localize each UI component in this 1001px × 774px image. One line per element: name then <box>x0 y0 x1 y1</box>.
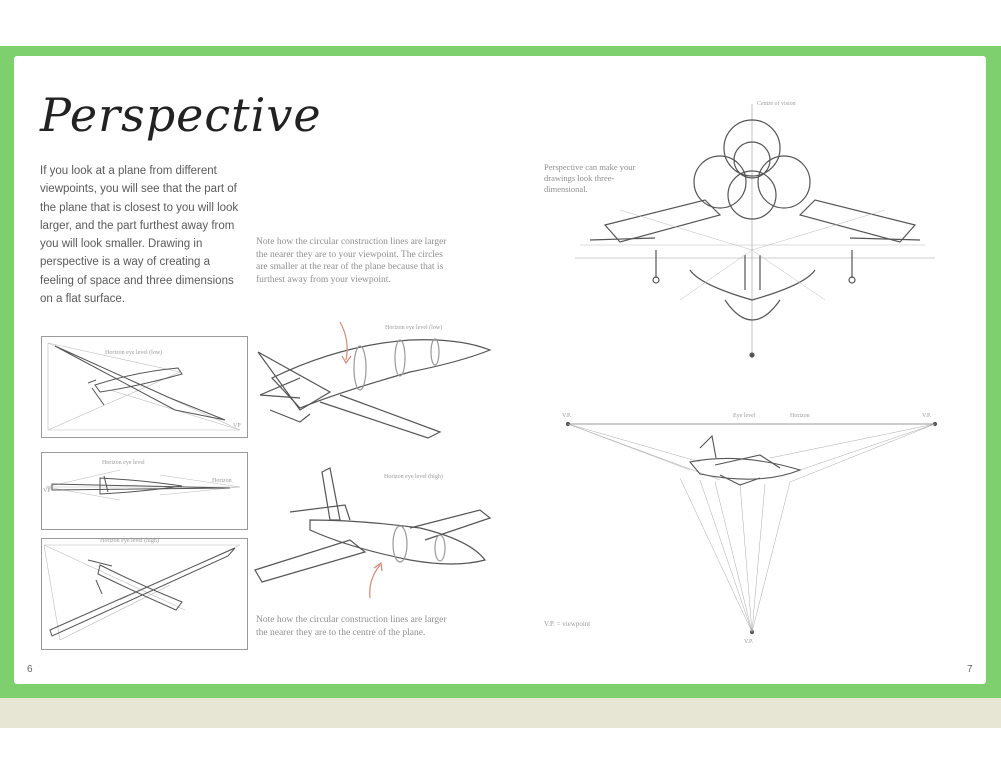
glider-sketch-2 <box>51 475 231 495</box>
note-bottom: Note how the circular construction lines… <box>256 615 447 638</box>
note-top: Note how the circular construction lines… <box>256 237 447 285</box>
label-vp-left: V.P. <box>562 413 572 419</box>
label-horizon-eye-level: Horizon eye level <box>102 460 145 466</box>
beige-strip <box>0 698 1001 728</box>
label-horizon-high-thumb: Horizon eye level (high) <box>100 538 159 544</box>
label-vp-bottom: V.P. <box>744 639 754 645</box>
page-number-left: 6 <box>27 664 33 675</box>
label-eye-level: Eye level <box>733 413 756 419</box>
label-vp-key: V.P. = viewpoint <box>544 620 591 628</box>
label-centre-of-vision: Centre of vision <box>757 101 796 107</box>
label-vp-right: V.P. <box>922 413 932 419</box>
front-view-jet-sketch <box>575 104 935 358</box>
label-horizon-low-thumb: Horizon eye level (low) <box>105 350 163 356</box>
page-number-right: 7 <box>967 664 973 675</box>
thumbnail-eye-level-view <box>41 452 248 530</box>
label-vp-thumb-left: VP <box>43 488 51 494</box>
label-horizon: Horizon <box>790 413 810 419</box>
thumbnail-high-view <box>41 538 248 650</box>
label-horizon-short: Horizon <box>212 478 232 484</box>
jet-plane-sketch <box>254 467 492 583</box>
label-horizon-high-large: Horizon eye level (high) <box>384 474 443 480</box>
page-title: Perspective <box>40 88 322 142</box>
rocket-plane-sketch <box>257 338 492 439</box>
glider-sketch-3 <box>49 547 236 637</box>
label-horizon-low-large: Horizon eye level (low) <box>385 325 443 331</box>
glider-sketch-1 <box>54 345 226 421</box>
label-vp-thumb-right: VP <box>233 423 241 429</box>
intro-paragraph: If you look at a plane from different vi… <box>40 165 239 306</box>
two-point-perspective-sketch <box>565 421 938 635</box>
note-right: Perspective can make your drawings look … <box>544 162 636 194</box>
